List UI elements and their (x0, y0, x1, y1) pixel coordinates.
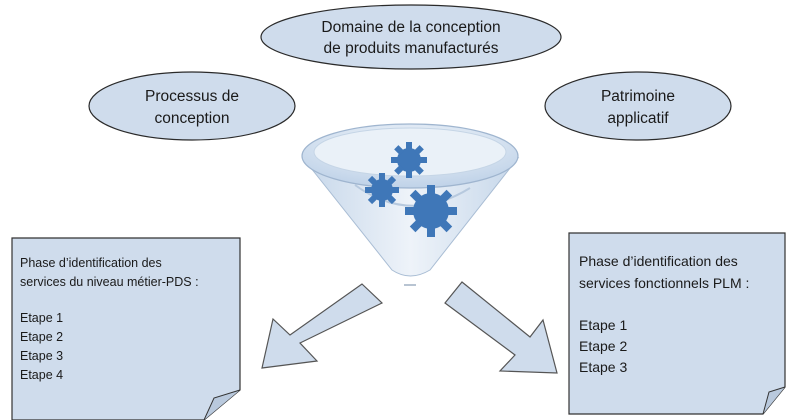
note-right-step: Etape 2 (579, 338, 627, 354)
oval-domain: Domaine de la conception de produits man… (260, 4, 562, 70)
note-right-step: Etape 3 (579, 359, 627, 375)
note-right-title-line2: services fonctionnels PLM : (579, 275, 749, 291)
note-left-step: Etape 3 (20, 349, 63, 363)
oval-heritage-line2: applicatif (607, 110, 669, 127)
note-left-step: Etape 1 (20, 311, 63, 325)
oval-domain-line2: de produits manufacturés (324, 40, 499, 57)
oval-process: Processus de conception (88, 71, 296, 141)
note-left: Phase d’identification des services du n… (11, 237, 241, 420)
note-right-step: Etape 1 (579, 317, 627, 333)
note-right: Phase d’identification des services fonc… (568, 232, 786, 415)
gears-icon (365, 142, 457, 237)
note-left-step: Etape 4 (20, 368, 63, 382)
oval-heritage-line1: Patrimoine (601, 88, 675, 105)
arrow-icon-right (444, 281, 558, 374)
oval-process-line2: conception (155, 110, 230, 127)
arrow-icon-left (261, 283, 384, 369)
gear-small-left (365, 173, 399, 207)
note-right-title-line1: Phase d’identification des (579, 253, 738, 269)
note-left-title-line1: Phase d’identification des (20, 256, 162, 270)
oval-heritage: Patrimoine applicatif (544, 71, 732, 141)
note-left-step: Etape 2 (20, 330, 63, 344)
gear-small-top (391, 142, 427, 178)
oval-domain-line1: Domaine de la conception (321, 19, 500, 36)
note-left-title-line2: services du niveau métier-PDS : (20, 275, 199, 289)
gear-large (405, 185, 457, 237)
oval-process-line1: Processus de (145, 88, 239, 105)
